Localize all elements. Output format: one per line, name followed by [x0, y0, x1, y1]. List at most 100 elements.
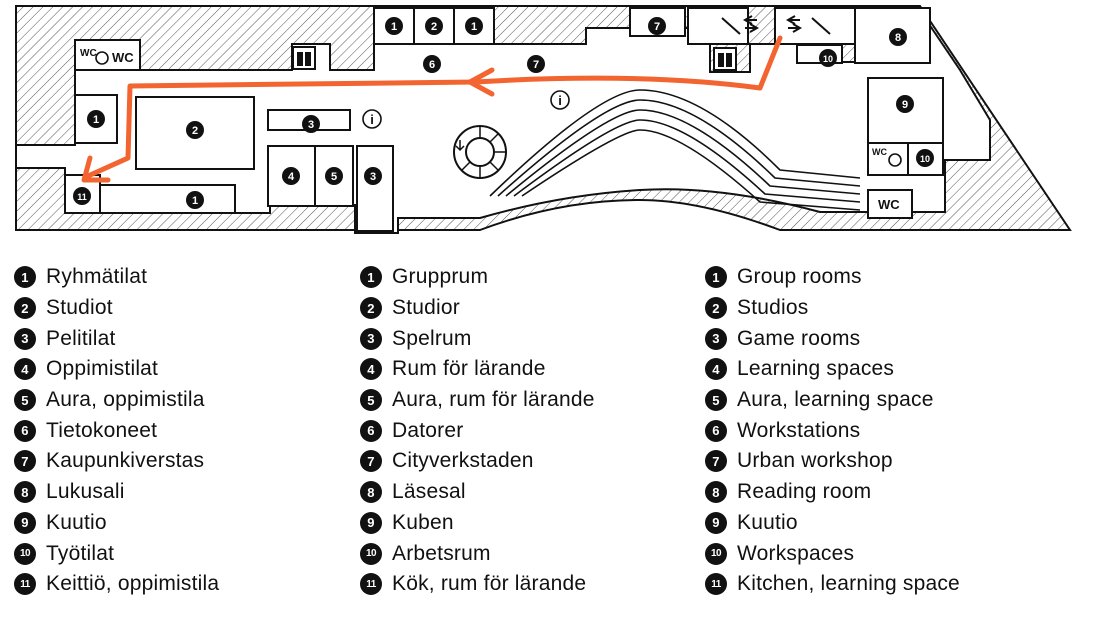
number-badge: 6 — [705, 419, 727, 442]
legend-item: 8 Läsesal — [360, 477, 595, 508]
legend-label: Työtilat — [46, 541, 115, 565]
legend-label: Studior — [392, 296, 460, 320]
legend-label: Kuutio — [46, 510, 107, 534]
elevator-icon — [713, 47, 737, 71]
legend-item: 1 Ryhmätilat — [14, 262, 219, 293]
room-number-marker: 3 — [302, 115, 320, 133]
legend-item: 1 Group rooms — [705, 262, 960, 293]
legend-item: 7 Urban workshop — [705, 446, 960, 477]
legend-label: Ryhmätilat — [46, 265, 148, 289]
number-badge: 3 — [360, 327, 382, 350]
svg-text:4: 4 — [288, 171, 295, 183]
number-badge: 7 — [705, 450, 727, 473]
number-badge: 9 — [14, 511, 36, 534]
number-badge: 4 — [360, 358, 382, 381]
svg-text:WC: WC — [80, 48, 97, 59]
svg-text:7: 7 — [654, 21, 660, 33]
number-badge: 1 — [705, 266, 727, 289]
route-arrowhead — [467, 67, 495, 97]
svg-text:1: 1 — [93, 114, 99, 126]
legend-item: 4 Rum för lärande — [360, 354, 595, 385]
legend-label: Learning spaces — [737, 357, 895, 381]
number-badge: 4 — [14, 358, 36, 381]
legend-item: 3 Spelrum — [360, 323, 595, 354]
number-badge: 5 — [705, 389, 727, 412]
room-number-marker: 6 — [423, 55, 441, 73]
room-number-marker: 7 — [527, 55, 545, 73]
aura-waves — [489, 89, 861, 211]
svg-text:1: 1 — [192, 195, 198, 207]
route-arrowhead — [81, 155, 111, 183]
legend-label: Studios — [737, 296, 809, 320]
number-badge: 11 — [705, 573, 727, 596]
legend-label: Läsesal — [392, 480, 466, 504]
number-badge: 10 — [14, 542, 36, 565]
room-number-marker: 3 — [364, 167, 382, 185]
legend-label: Kök, rum för lärande — [392, 572, 587, 596]
svg-text:5: 5 — [331, 171, 337, 183]
legend-label: Oppimistilat — [46, 357, 159, 381]
number-badge: 1 — [360, 266, 382, 289]
legend-label: Datorer — [392, 418, 464, 442]
number-badge: 5 — [14, 389, 36, 412]
svg-text:3: 3 — [370, 171, 376, 183]
number-badge: 8 — [705, 481, 727, 504]
legend-item: 4 Learning spaces — [705, 354, 960, 385]
legend-label: Kuben — [392, 510, 454, 534]
legend-label: Tietokoneet — [46, 418, 158, 442]
svg-text:10: 10 — [823, 54, 833, 64]
legend-label: Aura, rum för lärande — [392, 388, 595, 412]
legend-label: Rum för lärande — [392, 357, 546, 381]
number-badge: 9 — [705, 511, 727, 534]
legend-label: Kitchen, learning space — [737, 572, 960, 596]
room-number-marker: 1 — [87, 110, 105, 128]
legend-label: Group rooms — [737, 265, 862, 289]
legend-label: Urban workshop — [737, 449, 893, 473]
room-number-marker: 1 — [385, 17, 403, 35]
wc-label: WC — [112, 50, 134, 65]
info-icon[interactable]: i — [550, 90, 570, 110]
room-number-marker: 2 — [425, 17, 443, 35]
number-badge: 3 — [705, 327, 727, 350]
legend-label: Workspaces — [737, 541, 855, 565]
legend-label: Spelrum — [392, 326, 472, 350]
svg-text:7: 7 — [533, 59, 539, 71]
info-icon[interactable]: i — [362, 109, 382, 129]
room-number-marker: 10 — [916, 149, 934, 167]
svg-text:6: 6 — [429, 59, 435, 71]
number-badge: 4 — [705, 358, 727, 381]
number-badge: 1 — [14, 266, 36, 289]
number-badge: 2 — [14, 297, 36, 320]
svg-text:2: 2 — [431, 21, 437, 33]
legend-item: 10 Työtilat — [14, 538, 219, 569]
number-badge: 10 — [705, 542, 727, 565]
legend-label: Arbetsrum — [392, 541, 491, 565]
number-badge: 8 — [360, 481, 382, 504]
svg-text:10: 10 — [920, 154, 930, 164]
top-rooms — [373, 7, 931, 64]
spiral-stair-icon — [453, 125, 507, 179]
legend-label: Workstations — [737, 418, 861, 442]
legend-item: 11 Kitchen, learning space — [705, 569, 960, 600]
number-badge: 11 — [14, 573, 36, 596]
legend-label: Kuutio — [737, 510, 798, 534]
wc-label: WC — [878, 197, 900, 212]
svg-text:11: 11 — [77, 192, 87, 202]
legend-item: 9 Kuutio — [14, 508, 219, 539]
number-badge: 7 — [360, 450, 382, 473]
room-number-marker: 8 — [889, 28, 907, 46]
svg-text:1: 1 — [391, 21, 397, 33]
